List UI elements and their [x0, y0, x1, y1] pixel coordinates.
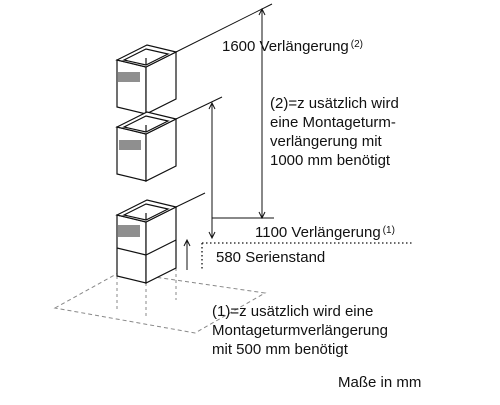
label-1100-extension: 1100 Verlängerung(1) — [255, 223, 395, 242]
dimension-580 — [175, 192, 206, 270]
units-text: Maße in mm — [338, 374, 422, 391]
note-1-line-3: mit 500 mm benötigt — [212, 341, 348, 358]
label-580-standard: 580 Serienstand — [216, 248, 325, 267]
tower-projection — [116, 268, 177, 319]
label-580-text: 580 Serienstand — [216, 249, 326, 266]
note-2-block: (2)=z usätzlich wird eine Montageturm- v… — [270, 94, 399, 170]
floor-outline — [53, 271, 267, 334]
units-caption: Maße in mm — [338, 373, 421, 392]
label-1600-text: 1600 Verlängerung — [222, 38, 349, 55]
label-1600-footnote-ref: (2) — [350, 39, 364, 50]
vent-slots-top — [118, 72, 140, 82]
label-1600-extension: 1600 Verlängerung(2) — [222, 37, 363, 56]
note-2-line-4: 1000 mm benötigt — [270, 152, 391, 169]
note-1-line-1: (1)=z usätzlich wird eine — [212, 303, 374, 320]
vent-slots-bottom — [118, 225, 140, 237]
dimension-1100 — [175, 96, 274, 240]
note-2-line-2: eine Montageturm- — [270, 114, 396, 131]
label-1100-footnote-ref: (1) — [382, 225, 395, 236]
tower-segment-bottom — [115, 199, 178, 284]
note-2-line-3: verlängerung mit — [270, 133, 382, 150]
label-1100-text: 1100 Verlängerung — [255, 224, 381, 241]
reference-lines — [201, 242, 412, 270]
vent-slots-middle — [119, 140, 141, 150]
note-1-block: (1)=z usätzlich wird eine Montageturmver… — [212, 302, 388, 359]
note-2-line-1: (2)=z usätzlich wird — [270, 95, 399, 112]
note-1-line-2: Montageturmverlängerung — [212, 322, 388, 339]
